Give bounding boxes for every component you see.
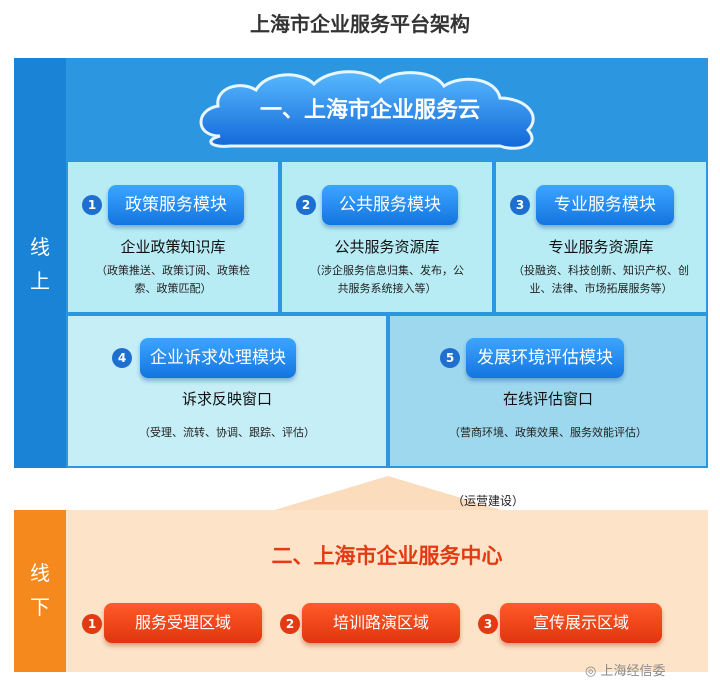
module-1-description: （政策推送、政策订阅、政策检 索、政策匹配） [68, 262, 278, 298]
training-roadshow-zone-button[interactable]: 培训路演区域 [302, 603, 460, 643]
module-number-3: 3 [510, 195, 530, 215]
offline-area [66, 510, 708, 672]
operation-construction-label: （运营建设） [452, 494, 525, 508]
module-1-desc-line-1: （政策推送、政策订阅、政策检 [96, 264, 250, 277]
module-2-desc-line-2: 共服务系统接入等） [337, 282, 437, 295]
module-5-description: （营商环境、政策效果、服务效能评估） [390, 424, 706, 442]
upward-arrow-icon [268, 476, 508, 512]
module-2-subtitle: 公共服务资源库 [334, 238, 440, 256]
module-1-subtitle: 企业政策知识库 [120, 238, 226, 256]
module-3-desc-line-2: 业、法律、市场拓展服务等） [529, 282, 673, 295]
cloud-title: 一、上海市企业服务云 [259, 98, 480, 123]
wechat-icon: ◎ [585, 664, 597, 679]
service-acceptance-zone-button[interactable]: 服务受理区域 [104, 603, 262, 643]
offline-label-2: 下 [30, 595, 50, 619]
module-4-subtitle: 诉求反映窗口 [181, 390, 272, 408]
online-label-1: 线 [30, 235, 50, 259]
module-5-subtitle: 在线评估窗口 [502, 390, 593, 408]
public-service-module-button[interactable]: 公共服务模块 [322, 185, 458, 225]
module-2-description: （涉企服务信息归集、发布，公 共服务系统接入等） [282, 262, 492, 298]
cloud-shape [199, 70, 535, 150]
enterprise-appeal-module-button[interactable]: 企业诉求处理模块 [140, 338, 296, 378]
offline-side-bar: 线 下 [14, 510, 66, 672]
service-center-title: 二、上海市企业服务中心 [271, 544, 503, 568]
module-number-4: 4 [112, 348, 132, 368]
zone-number-1: 1 [82, 614, 102, 634]
module-5-desc-line-1: （营商环境、政策效果、服务效能评估） [449, 426, 647, 439]
zone-number-3: 3 [478, 614, 498, 634]
watermark: ◎ 上海经信委 [585, 660, 666, 679]
module-2-desc-line-1: （涉企服务信息归集、发布，公 [310, 264, 464, 277]
online-side-bar: 线 上 [14, 58, 66, 468]
module-number-2: 2 [296, 195, 316, 215]
module-3-subtitle: 专业服务资源库 [548, 238, 654, 256]
page-title: 上海市企业服务平台架构 [250, 12, 470, 36]
policy-service-module-button[interactable]: 政策服务模块 [108, 185, 244, 225]
module-4-desc-line-1: （受理、流转、协调、跟踪、评估） [139, 426, 315, 439]
module-3-description: （投融资、科技创新、知识产权、创 业、法律、市场拓展服务等） [496, 262, 706, 298]
module-number-5: 5 [440, 348, 460, 368]
offline-label-1: 线 [30, 561, 50, 585]
watermark-text: 上海经信委 [600, 664, 666, 679]
online-label-2: 上 [30, 269, 50, 293]
environment-evaluation-module-button[interactable]: 发展环境评估模块 [466, 338, 624, 378]
zone-number-2: 2 [280, 614, 300, 634]
professional-service-module-button[interactable]: 专业服务模块 [536, 185, 674, 225]
module-3-desc-line-1: （投融资、科技创新、知识产权、创 [513, 264, 689, 277]
module-number-1: 1 [82, 195, 102, 215]
module-1-desc-line-2: 索、政策匹配） [134, 282, 212, 295]
promotion-display-zone-button[interactable]: 宣传展示区域 [500, 603, 662, 643]
module-4-description: （受理、流转、协调、跟踪、评估） [68, 424, 386, 442]
